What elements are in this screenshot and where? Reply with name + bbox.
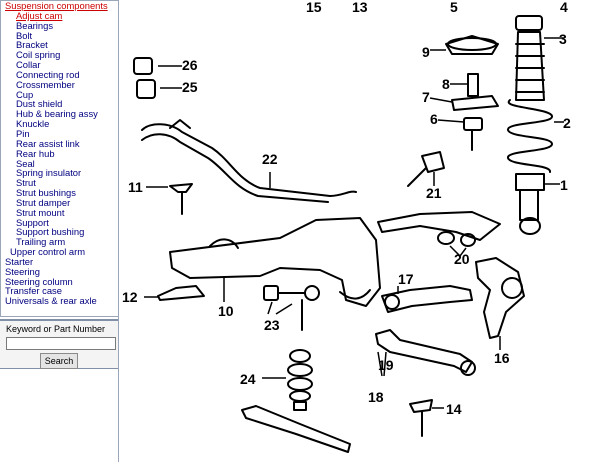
nav-item-bolt[interactable]: Bolt xyxy=(16,29,33,41)
nav-item-strut[interactable]: Strut xyxy=(16,177,36,189)
stabilizer-bar-part xyxy=(141,119,357,203)
nav-item-seal[interactable]: Seal xyxy=(16,157,35,169)
coil-spring-part xyxy=(506,99,564,173)
connecting-rod-part xyxy=(263,285,320,331)
callout-26: 26 xyxy=(182,57,198,73)
callout-18: 18 xyxy=(368,389,384,405)
nav-item-rear-assist-link[interactable]: Rear assist link xyxy=(16,137,80,149)
nav-item-knuckle[interactable]: Knuckle xyxy=(16,118,50,130)
nav-item-connecting-rod[interactable]: Connecting rod xyxy=(16,68,80,80)
callout-16: 16 xyxy=(494,350,510,366)
upper-control-arm-part xyxy=(377,211,501,257)
bolt-11-part xyxy=(146,183,193,215)
callout-6: 6 xyxy=(430,111,438,127)
callout-12: 12 xyxy=(122,289,138,305)
nav-item-dust-shield[interactable]: Dust shield xyxy=(16,98,63,110)
sidebar: Suspension components Adjust cam Bearing… xyxy=(0,0,119,462)
search-label: Keyword or Part Number xyxy=(6,324,106,334)
callout-14: 14 xyxy=(446,401,462,417)
dust-shield-part xyxy=(515,15,564,101)
parts-category-list[interactable]: Suspension components Adjust cam Bearing… xyxy=(0,0,118,317)
callout-21: 21 xyxy=(426,185,442,201)
nav-item-strut-mount[interactable]: Strut mount xyxy=(16,206,65,218)
search-input[interactable] xyxy=(6,337,116,350)
nav-item-hub-bearing-assy[interactable]: Hub & bearing assy xyxy=(16,108,98,120)
nav-category-universals-rear-axle[interactable]: Universals & rear axle xyxy=(5,295,97,307)
callout-8: 8 xyxy=(442,76,450,92)
callout-3: 3 xyxy=(559,31,567,47)
callout-13: 13 xyxy=(352,0,368,15)
nav-category-steering-column[interactable]: Steering column xyxy=(5,275,73,287)
callout-9: 9 xyxy=(422,44,430,60)
nav-item-crossmember[interactable]: Crossmember xyxy=(16,78,75,90)
nav-item-spring-insulator[interactable]: Spring insulator xyxy=(16,167,82,179)
lower-control-arm-part xyxy=(381,285,473,313)
bushing-stack-part xyxy=(262,349,313,411)
nav-category-suspension[interactable]: Suspension components xyxy=(5,0,108,11)
stabilizer-bushing-part xyxy=(133,57,182,99)
nav-item-collar[interactable]: Collar xyxy=(16,59,41,71)
nav-category-starter[interactable]: Starter xyxy=(5,255,34,267)
callout-22: 22 xyxy=(262,151,278,167)
callout-23: 23 xyxy=(264,317,280,333)
nav-category-steering[interactable]: Steering xyxy=(5,265,40,277)
strut-mount-part xyxy=(429,35,499,151)
nav-item-bracket[interactable]: Bracket xyxy=(16,39,48,51)
nav-item-strut-damper[interactable]: Strut damper xyxy=(16,196,71,208)
nav-item-pin[interactable]: Pin xyxy=(16,127,30,139)
nav-item-cup[interactable]: Cup xyxy=(16,88,34,100)
bolt-21-part xyxy=(407,151,445,187)
callout-10: 10 xyxy=(218,303,234,319)
search-button[interactable]: Search xyxy=(40,353,78,369)
callout-15: 15 xyxy=(306,0,322,15)
lateral-link-part xyxy=(375,329,476,377)
callout-11: 11 xyxy=(128,179,143,195)
bracket-12-part xyxy=(144,285,205,301)
callout-4: 4 xyxy=(560,0,568,15)
trailing-link-part xyxy=(241,405,351,453)
bolt-14-part xyxy=(409,399,444,437)
callout-25: 25 xyxy=(182,79,198,95)
nav-item-coil-spring[interactable]: Coil spring xyxy=(16,49,61,61)
knuckle-part xyxy=(475,257,525,350)
callout-19: 19 xyxy=(378,357,394,373)
nav-item-trailing-arm[interactable]: Trailing arm xyxy=(16,236,66,248)
crossmember-part xyxy=(169,217,381,307)
nav-item-adjust-cam[interactable]: Adjust cam xyxy=(16,9,63,21)
callout-5: 5 xyxy=(450,0,458,15)
nav-item-rear-hub[interactable]: Rear hub xyxy=(16,147,55,159)
nav-item-support-bushing[interactable]: Support bushing xyxy=(16,226,85,238)
nav-subcategory-upper-control-arm[interactable]: Upper control arm xyxy=(10,246,86,258)
callout-20: 20 xyxy=(454,251,470,267)
nav-item-bearings[interactable]: Bearings xyxy=(16,19,54,31)
callout-1: 1 xyxy=(560,177,568,193)
nav-item-support[interactable]: Support xyxy=(16,216,49,228)
callout-24: 24 xyxy=(240,371,256,387)
callout-7: 7 xyxy=(422,89,430,105)
callout-17: 17 xyxy=(398,271,414,287)
suspension-exploded-diagram: 1 2 3 4 5 6 7 8 9 10 11 12 13 14 15 16 1… xyxy=(122,0,571,453)
nav-item-strut-bushings[interactable]: Strut bushings xyxy=(16,187,76,199)
strut-part xyxy=(515,173,560,235)
callout-2: 2 xyxy=(563,115,571,131)
nav-category-transfer-case[interactable]: Transfer case xyxy=(5,285,62,297)
search-panel: Keyword or Part Number Search xyxy=(0,319,118,369)
